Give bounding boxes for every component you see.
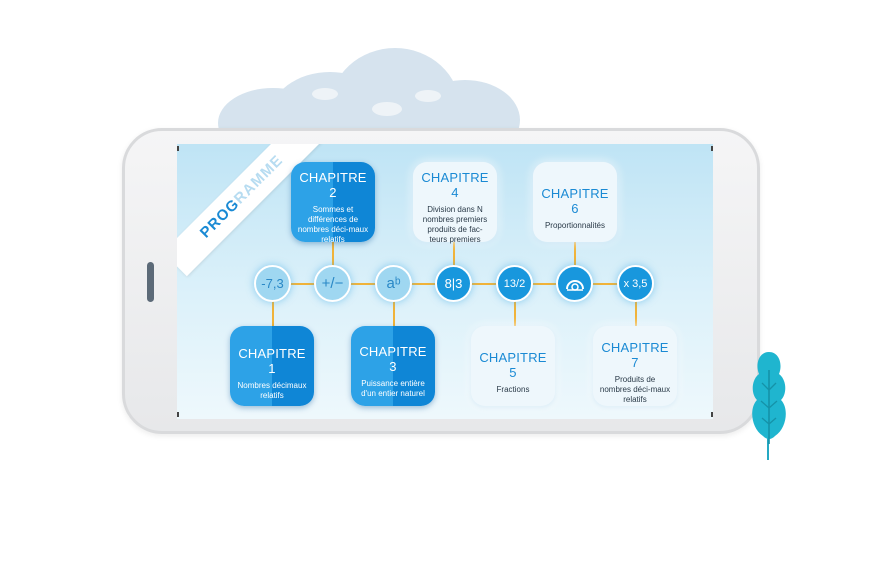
- chapter-7-card[interactable]: CHAPITRE 7 Produits de nombres déci-maux…: [593, 326, 677, 406]
- chapter-3-desc: Puissance entière d'un entier naturel: [361, 379, 425, 398]
- chapter-node-3[interactable]: aᵇ: [375, 265, 412, 302]
- chapter-7-desc: Produits de nombres déci-maux relatifs: [599, 375, 671, 404]
- phone-home-button: [147, 262, 154, 302]
- phone-screen: PROGRAMME -7,3 +/− aᵇ 8|3 13/2 x 3,5 CHA…: [177, 144, 713, 419]
- chapter-node-2[interactable]: +/−: [314, 265, 351, 302]
- proportion-icon: [565, 279, 584, 291]
- chapter-1-title: CHAPITRE 1: [238, 346, 306, 376]
- screen-edge-mark: [711, 412, 713, 417]
- chapter-node-1[interactable]: -7,3: [254, 265, 291, 302]
- chapter-2-card[interactable]: CHAPITRE 2 Sommes et différences de nomb…: [291, 162, 375, 244]
- chapter-7-title: CHAPITRE 7: [601, 340, 669, 370]
- chapter-2-title: CHAPITRE 2: [299, 170, 367, 200]
- node-label: 13/2: [503, 277, 526, 290]
- connector-5: [514, 301, 516, 326]
- chapter-5-card[interactable]: CHAPITRE 5 Fractions: [471, 326, 555, 406]
- chapter-6-title: CHAPITRE 6: [541, 186, 609, 216]
- screen-edge-mark: [177, 146, 179, 151]
- chapter-node-4[interactable]: 8|3: [435, 265, 472, 302]
- ribbon-label-2: RAMME: [230, 151, 287, 208]
- tree-icon: [752, 352, 786, 444]
- chapter-3-card[interactable]: CHAPITRE 3 Puissance entière d'un entier…: [351, 326, 435, 406]
- connector-6: [574, 241, 576, 266]
- node-label: -7,3: [261, 276, 284, 291]
- connector-4: [453, 241, 455, 266]
- chapter-1-card[interactable]: CHAPITRE 1 Nombres décimaux relatifs: [230, 326, 314, 406]
- connector-2: [332, 240, 334, 266]
- chapter-5-desc: Fractions: [496, 385, 530, 394]
- chapter-1-desc: Nombres décimaux relatifs: [237, 381, 307, 400]
- chapter-6-card[interactable]: CHAPITRE 6 Proportionnalités: [533, 162, 617, 242]
- screen-edge-mark: [711, 146, 713, 151]
- connector-7: [635, 301, 637, 326]
- screen-edge-mark: [177, 412, 179, 417]
- chapter-node-6[interactable]: [556, 265, 593, 302]
- chapter-3-title: CHAPITRE 3: [359, 344, 427, 374]
- chapter-5-title: CHAPITRE 5: [479, 350, 547, 380]
- node-label: x 3,5: [623, 277, 648, 290]
- node-label: aᵇ: [386, 275, 401, 292]
- chapter-node-5[interactable]: 13/2: [496, 265, 533, 302]
- chapter-2-desc: Sommes et différences de nombres déci-ma…: [297, 205, 369, 244]
- chapter-4-title: CHAPITRE 4: [421, 170, 489, 200]
- node-label: +/−: [321, 275, 344, 292]
- ribbon-label-1: PROG: [196, 195, 243, 242]
- chapter-4-desc: Division dans N nombres premiers produit…: [422, 205, 488, 244]
- chapter-4-card[interactable]: CHAPITRE 4 Division dans N nombres premi…: [413, 162, 497, 244]
- node-label: 8|3: [444, 276, 463, 291]
- connector-1: [272, 301, 274, 326]
- chapter-node-7[interactable]: x 3,5: [617, 265, 654, 302]
- chapter-6-desc: Proportionnalités: [544, 221, 606, 230]
- connector-3: [393, 301, 395, 326]
